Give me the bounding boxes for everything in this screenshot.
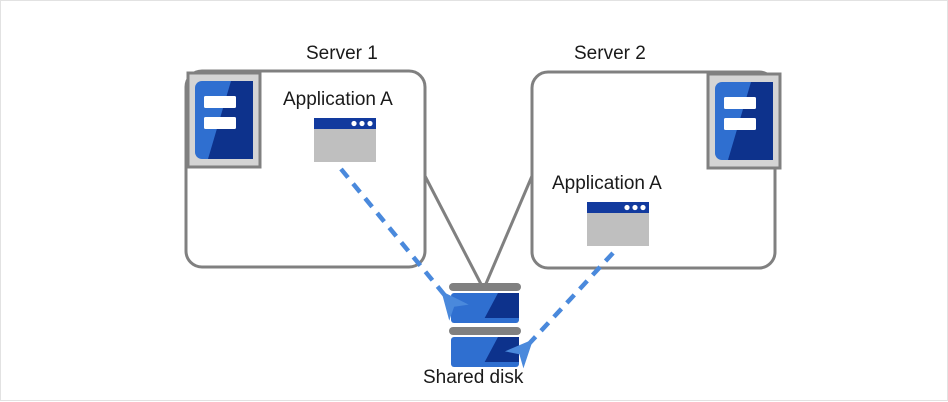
app2-to-disk-access-arrow bbox=[504, 251, 615, 369]
server2-machine-icon bbox=[706, 72, 782, 170]
server1-label: Server 1 bbox=[306, 43, 378, 64]
server2-application-window-icon[interactable] bbox=[587, 202, 649, 246]
server2-to-disk-link bbox=[483, 175, 534, 287]
server2-application-label: Application A bbox=[552, 173, 662, 194]
server1-application-window-icon[interactable] bbox=[314, 118, 376, 162]
shared-disk-icon[interactable] bbox=[449, 283, 521, 367]
server1-application-label: Application A bbox=[283, 89, 393, 110]
shared-disk-label: Shared disk bbox=[423, 367, 524, 388]
connector-lines bbox=[423, 175, 534, 287]
access-arrows bbox=[339, 167, 615, 369]
server1-machine-icon bbox=[186, 71, 262, 169]
app1-to-disk-access-arrow bbox=[339, 167, 469, 321]
server1-to-disk-link bbox=[423, 175, 484, 287]
server2-label: Server 2 bbox=[574, 43, 646, 64]
